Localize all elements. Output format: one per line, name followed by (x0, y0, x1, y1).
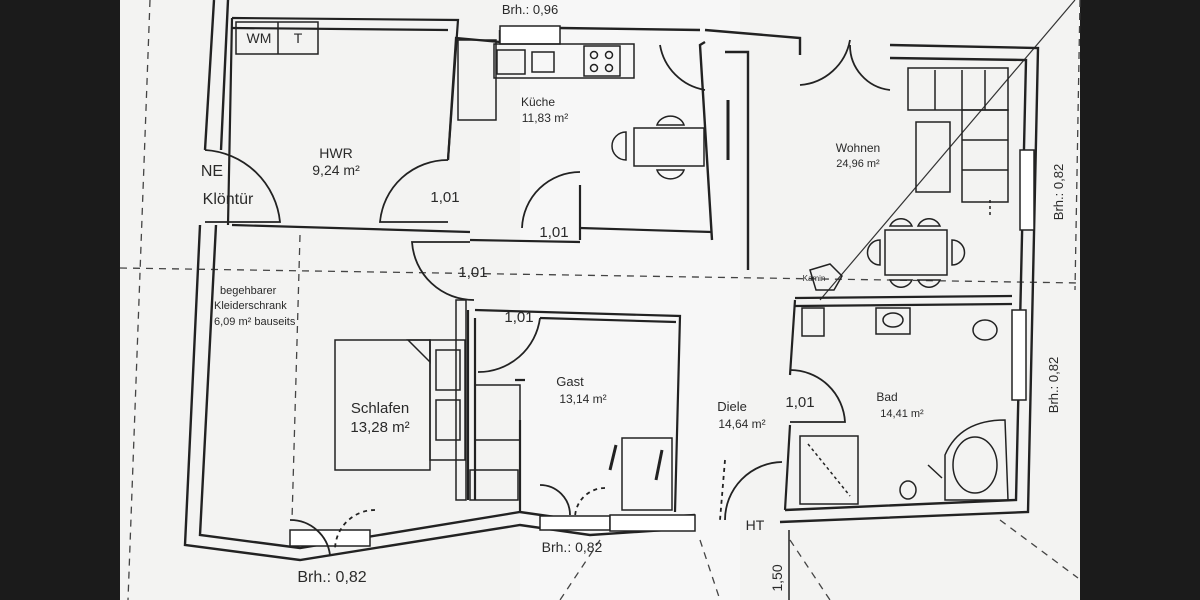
fireplace-label: Kamin (803, 274, 826, 283)
door-width-hwr: 1,01 (430, 189, 459, 206)
sill-height-top: Brh.: 0,96 (502, 2, 558, 17)
sill-height-bottom-schlafen: Brh.: 0,82 (297, 569, 366, 586)
closet-label-3: 6,09 m² bauseits (214, 316, 296, 328)
door-swings (204, 39, 891, 556)
room-schlafen-name: Schlafen (351, 400, 409, 417)
ne-label: NE (201, 163, 223, 180)
dryer-label: T (294, 30, 303, 46)
room-wohnen-name: Wohnen (836, 141, 880, 155)
door-width-kueche: 1,01 (539, 224, 568, 241)
room-hwr-name: HWR (319, 145, 352, 161)
washer-label: WM (247, 30, 272, 46)
bedroom-furniture (334, 299, 521, 501)
sill-height-right-lower: Brh.: 0,82 (1046, 357, 1061, 413)
closet-label-1: begehbarer (220, 285, 277, 297)
ht-label: HT (746, 517, 765, 533)
sill-height-bottom-gast: Brh.: 0,82 (542, 539, 603, 555)
bathroom-fixtures (799, 307, 1009, 505)
dashed-axis-lines (119, 0, 1081, 600)
kitchen-furniture (457, 39, 705, 180)
closet-label-2: Kleiderschrank (214, 300, 287, 312)
living-furniture (809, 67, 1009, 291)
door-width-schlafen: 1,01 (504, 309, 533, 326)
room-diele-area: 14,64 m² (718, 417, 765, 431)
guest-furniture (608, 437, 673, 511)
room-kueche-area: 11,83 m² (522, 111, 568, 125)
room-gast-name: Gast (556, 374, 584, 389)
windows (289, 25, 1035, 547)
front-door-height: 1,50 (769, 564, 785, 591)
room-bad-area: 14,41 m² (880, 408, 924, 420)
diagonal-construction-line (819, 0, 1076, 301)
kloentuer-label: Klöntür (203, 191, 254, 208)
misc-lines (235, 21, 991, 600)
room-diele-name: Diele (717, 399, 747, 414)
room-kueche-name: Küche (521, 95, 555, 109)
room-wohnen-area: 24,96 m² (836, 158, 880, 170)
room-gast-area: 13,14 m² (559, 392, 606, 406)
door-width-bad: 1,01 (785, 394, 814, 411)
door-width-flur: 1,01 (458, 264, 487, 281)
room-hwr-area: 9,24 m² (312, 162, 360, 178)
sill-height-right-upper: Brh.: 0,82 (1051, 164, 1066, 220)
room-bad-name: Bad (876, 390, 897, 404)
room-schlafen-area: 13,28 m² (350, 419, 409, 436)
